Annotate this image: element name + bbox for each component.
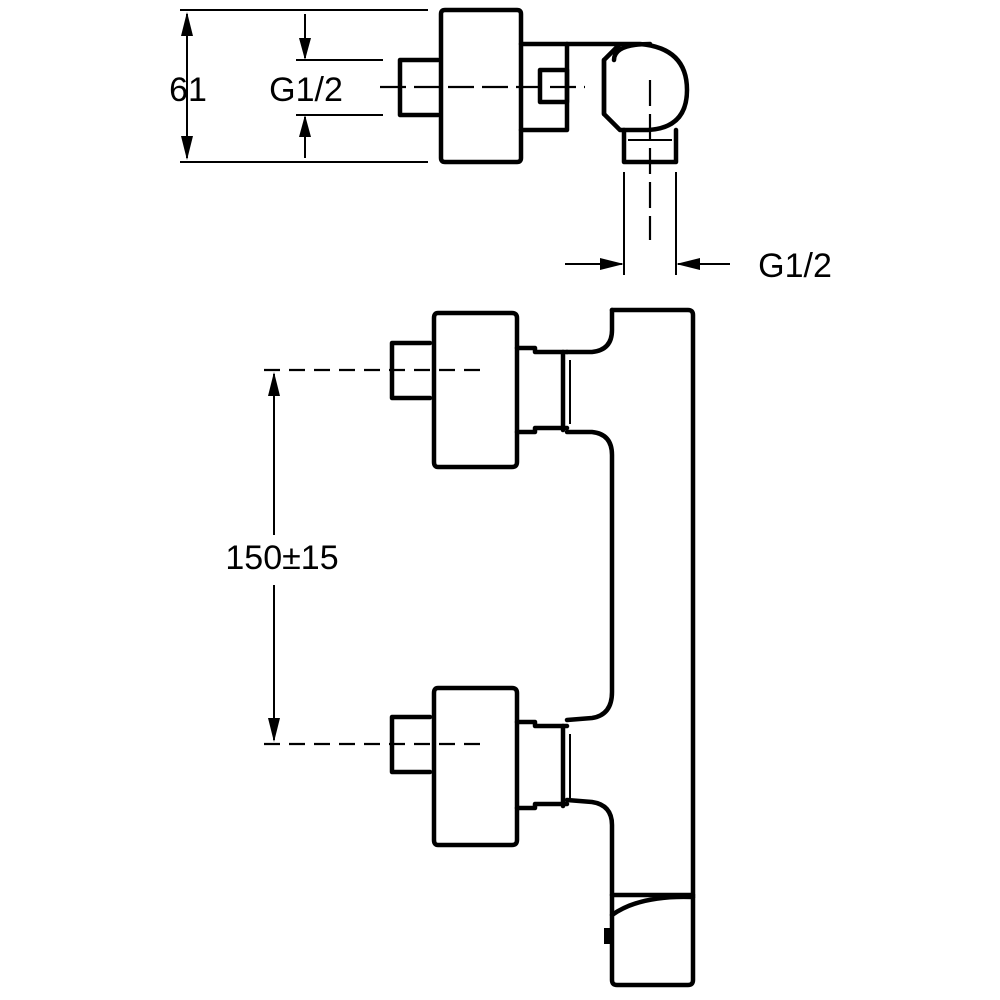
upper-nut-bottom	[514, 425, 570, 435]
lower-connector	[431, 685, 520, 848]
inlet-spacing-label: 150±15	[225, 539, 338, 577]
body-lower-bend	[564, 797, 615, 898]
arrow-61-top	[181, 12, 193, 36]
mixer-body-top	[564, 41, 690, 133]
top-view: 61 G1/2 G1/2	[169, 7, 832, 285]
arrow-spacing-top	[268, 372, 280, 396]
arrow-outlet-right	[676, 258, 700, 270]
lower-nut-top	[514, 719, 570, 729]
cap-curve	[609, 894, 696, 918]
arrow-thread-top	[299, 38, 311, 60]
cap-button	[604, 928, 612, 944]
body-top-bend	[564, 307, 615, 355]
mixer-body	[609, 307, 696, 898]
front-view: 150±15	[225, 307, 696, 988]
mixer-shoulder	[611, 41, 653, 63]
arrow-thread-bottom	[299, 115, 311, 137]
outlet-thread-label: G1/2	[758, 247, 832, 285]
dimension-61-label: 61	[169, 71, 207, 109]
bottom-cap	[609, 892, 696, 988]
inlet-thread-label: G1/2	[269, 71, 343, 109]
body-bridge	[564, 429, 615, 723]
arrow-spacing-bottom	[268, 718, 280, 742]
lower-nut-bottom	[514, 801, 570, 811]
arrow-outlet-left	[600, 258, 624, 270]
eccentric-connector	[438, 7, 524, 165]
upper-connector	[431, 310, 520, 470]
arrow-61-bottom	[181, 136, 193, 160]
upper-nut-top	[514, 345, 570, 355]
